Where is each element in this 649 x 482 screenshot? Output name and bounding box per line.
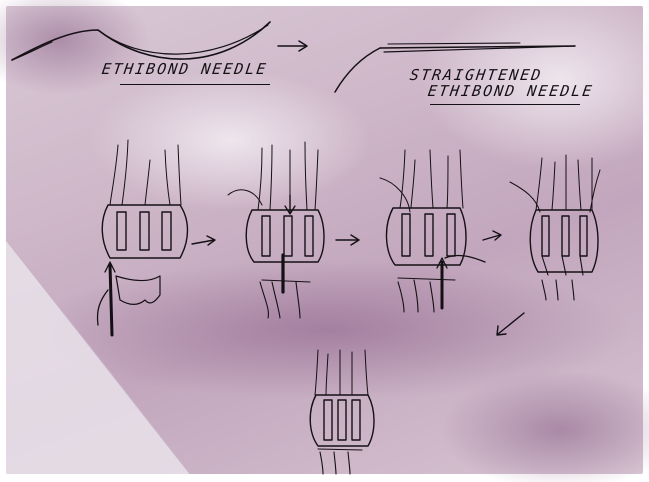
ethibond-needle-underline [120,84,270,85]
top-arrow [278,41,307,51]
straightened-label-underline [430,104,580,105]
arrow-2 [336,235,359,245]
arrow-1 [192,236,215,245]
arrow-3 [483,231,501,240]
straightened-label-line2: ETHIBOND NEEDLE [427,82,595,100]
ethibond-needle-label: ETHIBOND NEEDLE [101,60,269,78]
